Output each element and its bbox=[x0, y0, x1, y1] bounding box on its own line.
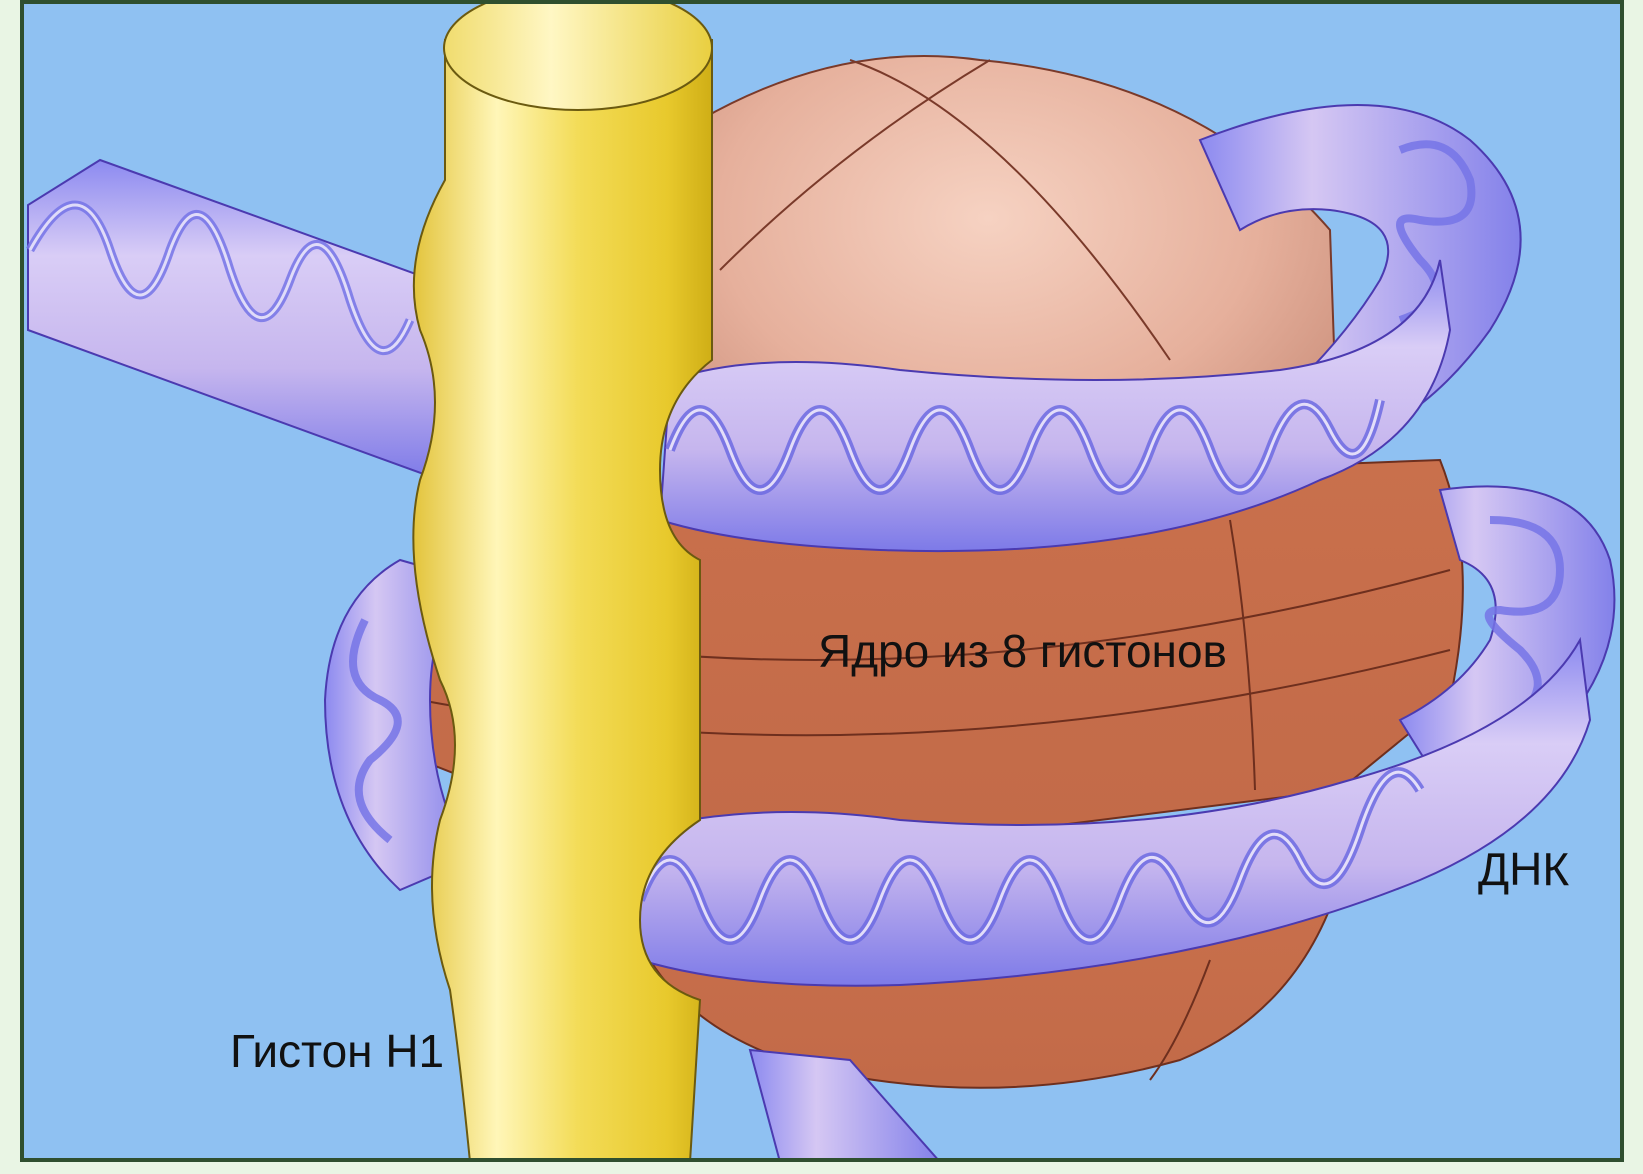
dna-strand-incoming bbox=[28, 160, 460, 480]
histone-core-label: Ядро из 8 гистонов bbox=[818, 628, 1227, 674]
dna-label: ДНК bbox=[1478, 846, 1569, 892]
histone-h1-label: Гистон H1 bbox=[230, 1028, 444, 1074]
histone-h1-column bbox=[413, 0, 712, 1162]
